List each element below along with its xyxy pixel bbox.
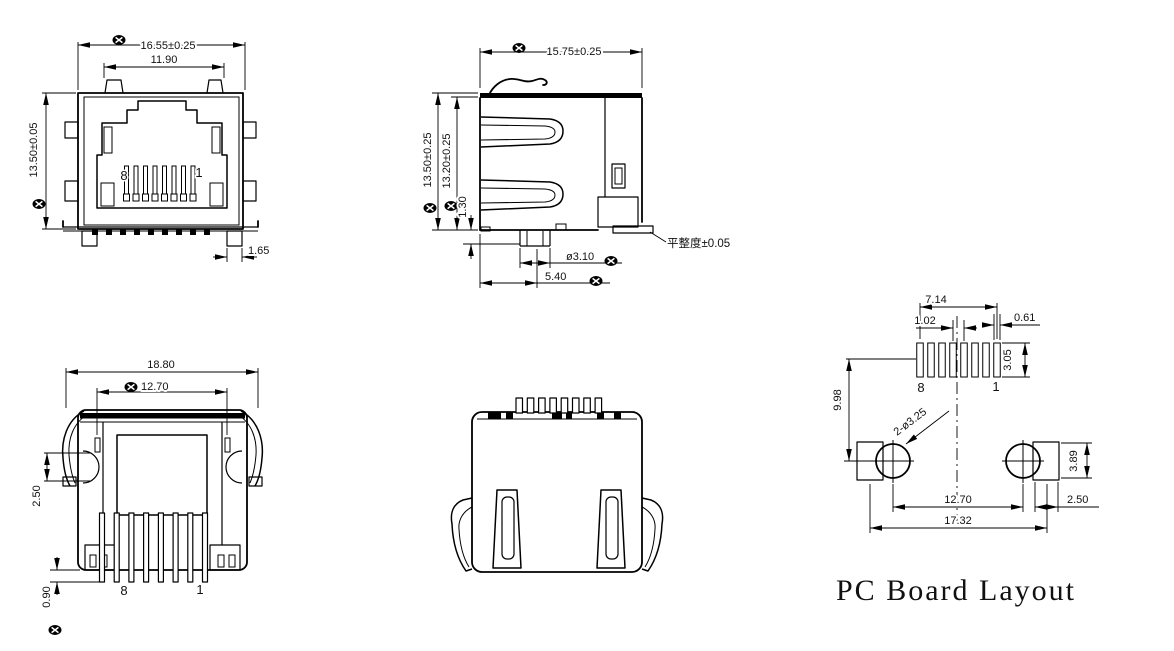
critical-dim-icon [603, 255, 619, 267]
dim-side-post-offset: 5.40 [545, 271, 566, 283]
rj45-opening [96, 100, 228, 209]
rear-pin8-label: 8 [120, 583, 127, 598]
dim-rear-latch: 2.50 [31, 485, 43, 506]
dim-pcb-pad-sq: 3.89 [1068, 450, 1080, 471]
critical-dim-icon [47, 624, 63, 636]
bottom-latch-legs [492, 489, 626, 569]
rear-pin-legs [98, 512, 209, 583]
dim-pcb-holes: 2-ø3.25 [892, 406, 930, 438]
dim-side-standoff: 1.30 [457, 196, 469, 217]
dim-front-width: 16.55±0.25 [141, 40, 196, 52]
flatness-note: 平整度±0.05 [667, 236, 730, 250]
critical-dim-icon [511, 42, 527, 54]
rear-window [116, 434, 208, 516]
critical-dim-icon [111, 34, 127, 46]
bottom-view [450, 397, 664, 573]
emi-finger-wire [488, 77, 548, 96]
bottom-edge-pads [488, 412, 621, 419]
dim-side-post-dia: ø3.10 [566, 251, 594, 263]
critical-dim-icon [123, 381, 139, 393]
front-pin1-label: 1 [195, 165, 202, 180]
front-contact-pins [123, 165, 197, 202]
pcb-layout-title: PC Board Layout [836, 574, 1076, 607]
side-top-shield [480, 93, 642, 98]
front-pin8-label: 8 [120, 168, 127, 183]
dim-pcb-pad-width: 0.61 [1014, 312, 1035, 324]
front-body-outline [77, 92, 244, 230]
dim-pcb-pad-length: 3.05 [1002, 349, 1014, 370]
critical-dim-icon [443, 200, 459, 212]
dim-pcb-sq-width: 2.50 [1067, 494, 1088, 506]
front-top-tab-left [104, 79, 124, 94]
dim-pcb-overall: 17.32 [944, 515, 972, 527]
bottom-pin-tips [515, 397, 603, 414]
rear-latch-wings [61, 410, 264, 487]
dim-pcb-pad-pitch: 1.02 [914, 315, 935, 327]
front-foot-left [81, 230, 98, 247]
dim-rear-tab-span: 12.70 [141, 381, 169, 393]
pcb-pin1-label: 1 [992, 379, 999, 394]
dim-front-foot: 1.65 [248, 245, 269, 257]
dim-side-width: 15.75±0.25 [547, 46, 602, 58]
front-top-tab-right [206, 79, 224, 94]
dim-side-height: 13.50±0.25 [422, 133, 434, 188]
critical-dim-icon [31, 198, 47, 210]
side-spring-fingers [480, 116, 564, 211]
critical-dim-icon [422, 202, 438, 214]
side-view: 15.75±0.25 13.50±0.25 13.20±0.25 1.30 ø3… [420, 42, 730, 288]
dim-front-inner-width: 11.90 [151, 54, 178, 66]
dim-side-inner-height: 13.20±0.25 [441, 134, 453, 189]
dim-front-height: 13.50±0.05 [28, 123, 40, 178]
pcb-layout-view: 7.14 1.02 0.61 3.05 8 1 9.98 2-ø3.25 12.… [830, 292, 1099, 607]
dim-rear-pin-protrusion: 0.90 [41, 586, 53, 607]
rear-pin1-label: 1 [196, 582, 203, 597]
pcb-pin8-label: 8 [917, 380, 924, 395]
side-ground-foot [612, 225, 654, 234]
front-view: 16.55±0.25 11.90 13.50±0.05 1.65 8 1 [26, 34, 271, 262]
pcb-pads [916, 342, 1001, 378]
dim-pcb-hole-span: 12.70 [944, 494, 972, 506]
front-smt-pads [92, 228, 210, 235]
dim-pcb-pad-span: 7.14 [925, 294, 946, 306]
front-foot-right [226, 230, 243, 247]
dim-rear-width: 18.80 [147, 359, 175, 371]
bottom-side-hooks [450, 497, 664, 572]
dim-pcb-pad-to-hole: 9.98 [832, 389, 844, 410]
rear-view: 18.80 12.70 2.50 0.90 8 1 [29, 357, 264, 636]
critical-dim-icon [588, 275, 604, 287]
